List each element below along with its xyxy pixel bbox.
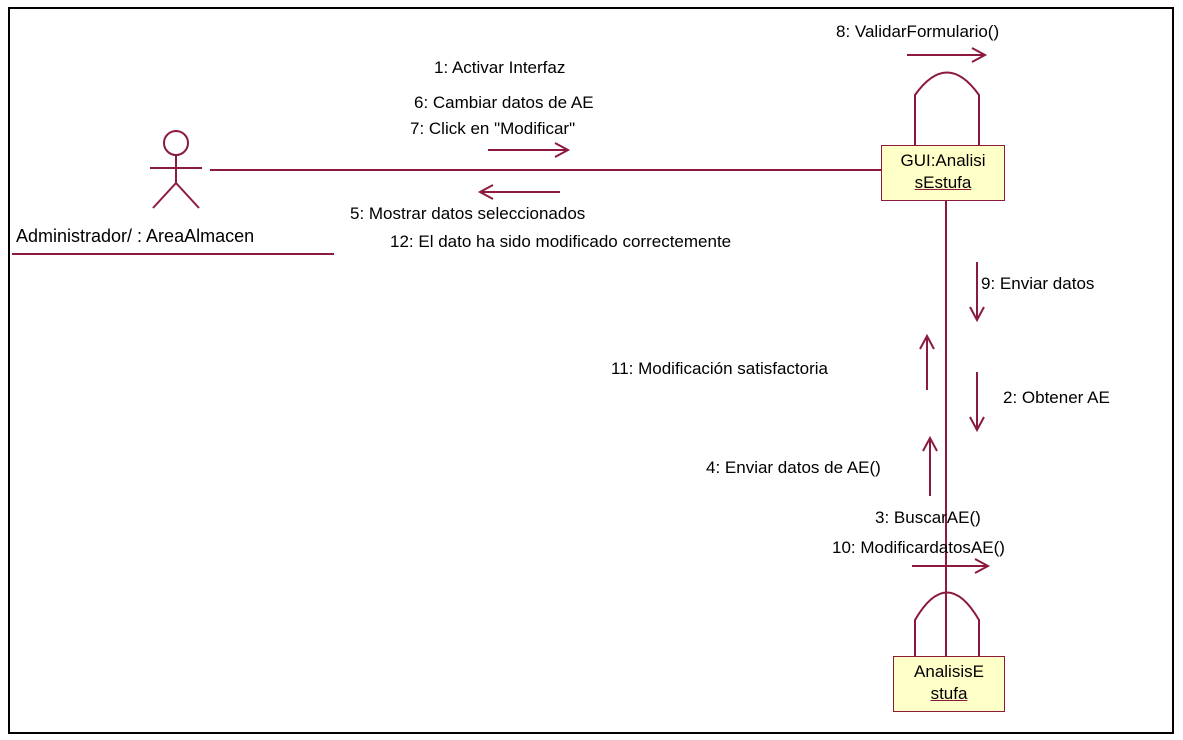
message-3: 3: BuscarAE() (875, 508, 981, 527)
arrow-right-msg10 (912, 558, 991, 574)
object-analisisestufa: AnalisisE stufa (893, 656, 1005, 712)
message-8: 8: ValidarFormulario() (836, 22, 1000, 41)
actor-figure (150, 130, 202, 209)
object-gui-line1: GUI:Analisi (900, 151, 986, 170)
message-12: 12: El dato ha sido modificado correctem… (390, 232, 732, 251)
message-9: 9: Enviar datos (981, 274, 1095, 293)
diagram-frame (8, 7, 1174, 734)
arrow-up-msg4 (922, 435, 938, 496)
arrow-up-msg11 (919, 333, 935, 390)
message-1: 1: Activar Interfaz (434, 58, 566, 77)
object-entity-line2: stufa (930, 684, 968, 703)
message-4: 4: Enviar datos de AE() (706, 458, 881, 477)
arrow-down-msg9 (969, 262, 985, 323)
message-10: 10: ModificardatosAE() (832, 538, 1005, 557)
self-loop-gui (914, 71, 980, 145)
message-7: 7: Click en "Modificar" (410, 119, 576, 138)
object-gui-line2: sEstufa (914, 173, 972, 192)
message-11: 11: Modificación satisfactoria (611, 359, 829, 378)
self-loop-entity (914, 591, 980, 683)
object-gui-analisisestufa: GUI:Analisi sEstufa (881, 145, 1005, 201)
arrow-left-msg5 (477, 184, 560, 200)
arrow-right-msg8 (907, 47, 988, 63)
message-6: 6: Cambiar datos de AE (414, 93, 594, 112)
message-5: 5: Mostrar datos seleccionados (350, 204, 586, 223)
object-entity-line1: AnalisisE (914, 662, 984, 681)
arrow-right-msg7 (488, 142, 571, 158)
arrow-down-msg2 (969, 372, 985, 433)
actor-name: Administrador/ : AreaAlmacen (16, 226, 255, 246)
message-2: 2: Obtener AE (1003, 388, 1110, 407)
